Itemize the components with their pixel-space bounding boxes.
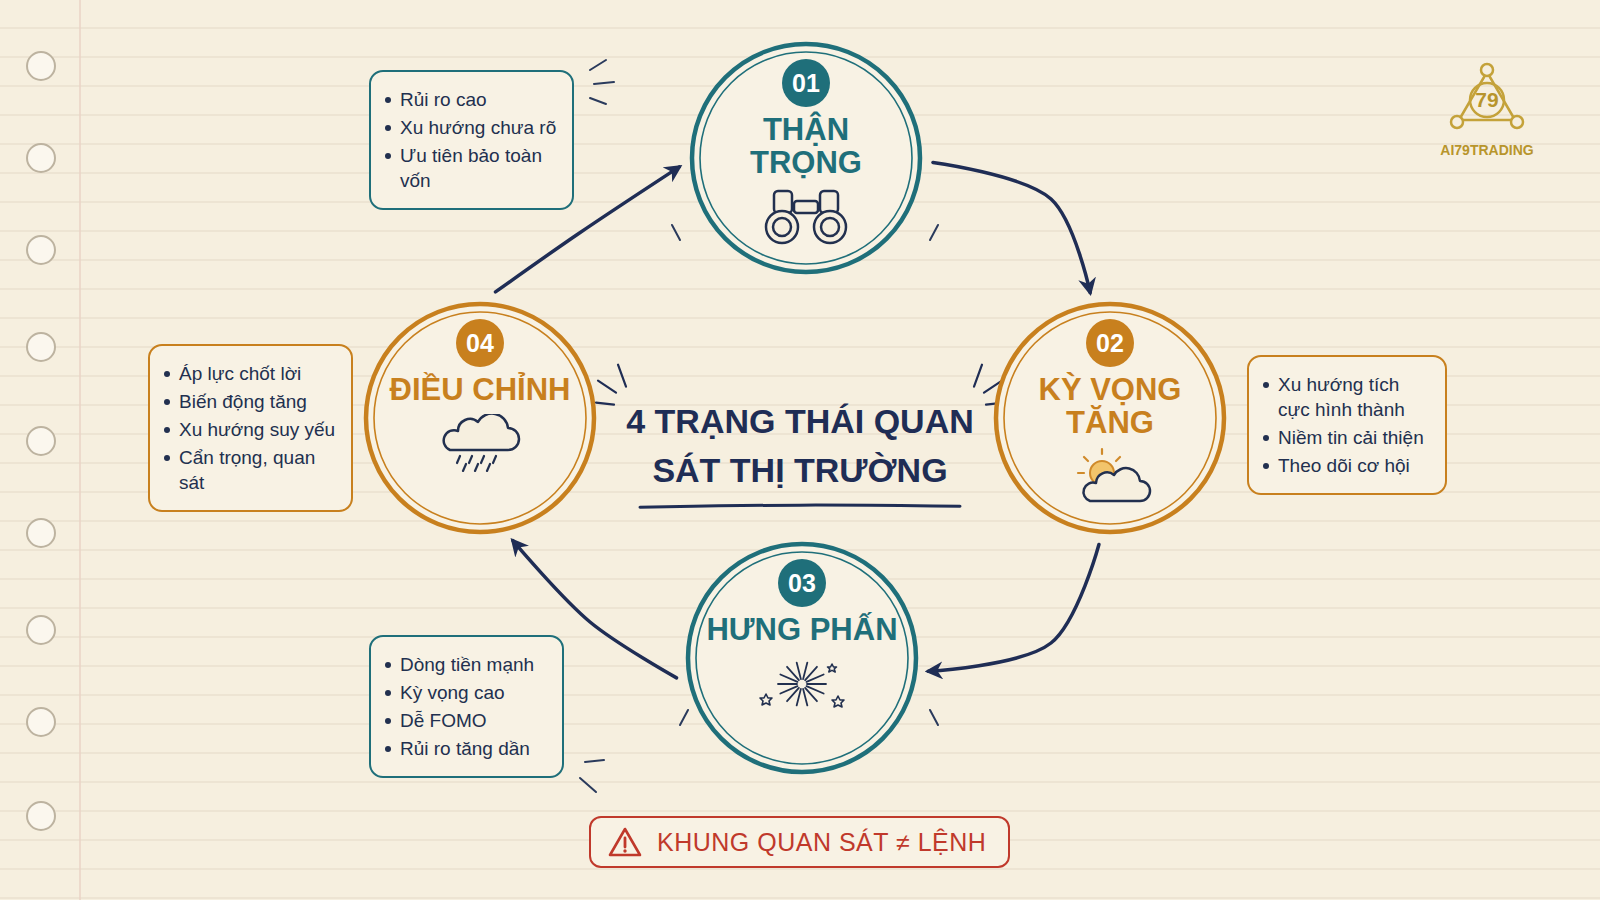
note-item: Rủi ro cao	[400, 87, 487, 112]
title-sparkles	[596, 365, 1004, 405]
logo-text: AI79TRADING	[1440, 142, 1533, 158]
bullet-row: Biến động tăng	[164, 389, 339, 414]
bullet-row: Rủi ro tăng dần	[385, 736, 550, 761]
state-number: 02	[1086, 319, 1134, 367]
bullet-row: Cẩn trọng, quan sát	[164, 445, 339, 495]
state-number: 03	[778, 559, 826, 607]
bullet-dot	[164, 371, 170, 377]
state-number: 01	[782, 59, 830, 107]
note-item: Cẩn trọng, quan sát	[179, 445, 339, 495]
warning-box: KHUNG QUAN SÁT ≠ LỆNH	[589, 816, 1010, 868]
fireworks-icon	[752, 654, 852, 712]
bullet-dot	[1263, 435, 1269, 441]
bullet-row: Theo dõi cơ hội	[1263, 453, 1433, 478]
note-box: Áp lực chốt lờiBiến động tăng Xu hướng su…	[148, 344, 353, 512]
note-item: Xu hướng suy yếu	[179, 417, 335, 442]
bullet-row: Áp lực chốt lời	[164, 361, 339, 386]
bullet-dot	[1263, 463, 1269, 469]
note-box: Xu hướng tích cực hình thànhNiềm tin cải…	[1247, 355, 1447, 495]
note-item: Kỳ vọng cao	[400, 680, 505, 705]
logo-number: 79	[1475, 88, 1498, 112]
note-item: Dòng tiền mạnh	[400, 652, 534, 677]
bullet-row: Xu hướng chưa rõ	[385, 115, 560, 140]
note-item: Biến động tăng	[179, 389, 307, 414]
note-box: Rủi ro cao Xu hướng chưa rõ Ưu tiên bảo to…	[369, 70, 574, 210]
bullet-dot	[385, 690, 391, 696]
note-item: Ưu tiên bảo toàn vốn	[400, 143, 560, 193]
state-circle: 02 KỲ VỌNG TĂNG	[993, 301, 1227, 535]
cycle-arrow	[933, 162, 1090, 292]
bullet-row: Dễ FOMO	[385, 708, 550, 733]
note-item: Dễ FOMO	[400, 708, 487, 733]
state-title: KỲ VỌNG TĂNG	[1012, 373, 1208, 439]
bullet-dot	[385, 125, 391, 131]
warning-icon	[607, 826, 643, 858]
bullet-row: Rủi ro cao	[385, 87, 560, 112]
bullet-dot	[164, 455, 170, 461]
bullet-dot	[385, 746, 391, 752]
margin-line	[79, 0, 81, 900]
bullet-row: Niềm tin cải thiện	[1263, 425, 1433, 450]
note-item: Áp lực chốt lời	[179, 361, 301, 386]
diagram-title: 4 TRẠNG THÁI QUAN SÁT THỊ TRƯỜNG	[600, 397, 1000, 496]
bullet-dot	[385, 97, 391, 103]
bullet-row: Xu hướng tích cực hình thành	[1263, 372, 1433, 422]
note-item: Niềm tin cải thiện	[1278, 425, 1424, 450]
rain-cloud-icon	[430, 414, 530, 472]
state-title: ĐIỀU CHỈNH	[390, 373, 571, 406]
state-title: THẬN TRỌNG	[708, 113, 904, 179]
sun-cloud-icon	[1060, 447, 1160, 505]
warning-text: KHUNG QUAN SÁT ≠ LỆNH	[657, 828, 986, 857]
bullet-row: Ưu tiên bảo toàn vốn	[385, 143, 560, 193]
bullet-dot	[164, 427, 170, 433]
bullet-dot	[385, 662, 391, 668]
note-box: Dòng tiền mạnh Kỳ vọng cao Dễ FOMO Rủi ro t…	[369, 635, 564, 778]
state-circle: 01THẬN TRỌNG	[689, 41, 923, 275]
bullet-dot	[385, 718, 391, 724]
bullet-row: Xu hướng suy yếu	[164, 417, 339, 442]
note-item: Xu hướng chưa rõ	[400, 115, 556, 140]
note-item: Rủi ro tăng dần	[400, 736, 530, 761]
note-item: Xu hướng tích cực hình thành	[1278, 372, 1433, 422]
title-underline	[640, 505, 960, 507]
binoculars-icon	[756, 187, 856, 245]
bullet-dot	[164, 399, 170, 405]
bullet-dot	[1263, 382, 1269, 388]
cycle-arrow	[928, 545, 1099, 672]
state-title: HƯNG PHẤN	[706, 613, 897, 646]
binder-holes	[27, 52, 55, 830]
bullet-row: Dòng tiền mạnh	[385, 652, 550, 677]
logo-mark	[1451, 64, 1523, 128]
bullet-row: Kỳ vọng cao	[385, 680, 550, 705]
bullet-dot	[385, 153, 391, 159]
state-circle: 03HƯNG PHẤN	[685, 541, 919, 775]
state-number: 04	[456, 319, 504, 367]
state-circle: 04ĐIỀU CHỈNH	[363, 301, 597, 535]
note-item: Theo dõi cơ hội	[1278, 453, 1410, 478]
